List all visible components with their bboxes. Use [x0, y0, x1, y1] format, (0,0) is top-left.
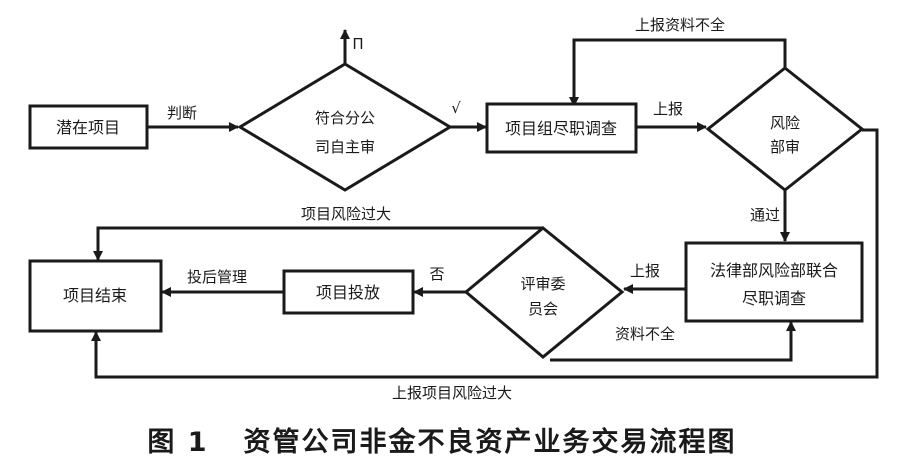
edge-project-risk-too-high [93, 226, 543, 261]
edge-label-fit-no: П [352, 35, 363, 53]
node-risk-review-label-1: 风险 [770, 114, 800, 132]
node-committee-label-1: 评审委 [520, 275, 565, 293]
edge-label-judge: 判断 [167, 104, 197, 122]
node-potential-project: 潜在项目 [28, 104, 149, 150]
node-legal-risk-label-1: 法律部风险部联合 [710, 261, 838, 280]
node-fit-strategy-label-1: 符合分公 [315, 109, 375, 127]
node-project-investment-label: 项目投放 [316, 283, 380, 302]
edge-label-fit-yes: √ [451, 99, 461, 117]
edge-report-project-risk-too-high [91, 128, 879, 379]
node-fit-strategy-label-2: 司自主审 [315, 138, 375, 156]
node-risk-review-label-2: 部审 [770, 138, 800, 156]
node-project-end: 项目结束 [28, 259, 163, 333]
node-project-investment: 项目投放 [282, 269, 415, 315]
node-committee-label-2: 员会 [528, 300, 558, 318]
edge-incomplete-bottom [550, 321, 796, 362]
node-legal-risk-label-2: 尽职调查 [742, 289, 806, 308]
edge-label-report-2: 上报 [630, 262, 660, 280]
node-committee-decision: 评审委 员会 [463, 226, 625, 359]
edge-label-project-risk-too-high: 项目风险过大 [301, 205, 391, 223]
figure-title: 资管公司非金不良资产业务交易流程图 [244, 426, 737, 458]
edge-label-incomplete-bottom: 资料不全 [615, 325, 675, 343]
edge-label-incomplete-top: 上报资料不全 [635, 16, 725, 34]
node-project-end-label: 项目结束 [63, 286, 127, 305]
node-team-due-diligence: 项目组尽职调查 [485, 102, 638, 154]
figure-number: 图 1 [147, 427, 208, 458]
node-team-due-diligence-label: 项目组尽职调查 [505, 119, 617, 138]
edge-label-passed: 通过 [750, 206, 780, 224]
edge-incomplete-top [569, 38, 787, 107]
node-legal-risk-due-diligence: 法律部风险部联合 尽职调查 [684, 241, 864, 323]
edge-label-report-project-risk-too-high: 上报项目风险过大 [392, 384, 512, 402]
node-risk-review-decision: 风险 部审 [705, 66, 865, 192]
edge-label-committee-no: 否 [429, 265, 444, 283]
node-fit-strategy-decision: 符合分公 司自主审 [237, 62, 453, 192]
node-potential-project-label: 潜在项目 [56, 118, 120, 137]
edge-label-report-1: 上报 [653, 100, 683, 118]
edge-label-post-management: 投后管理 [187, 268, 247, 286]
